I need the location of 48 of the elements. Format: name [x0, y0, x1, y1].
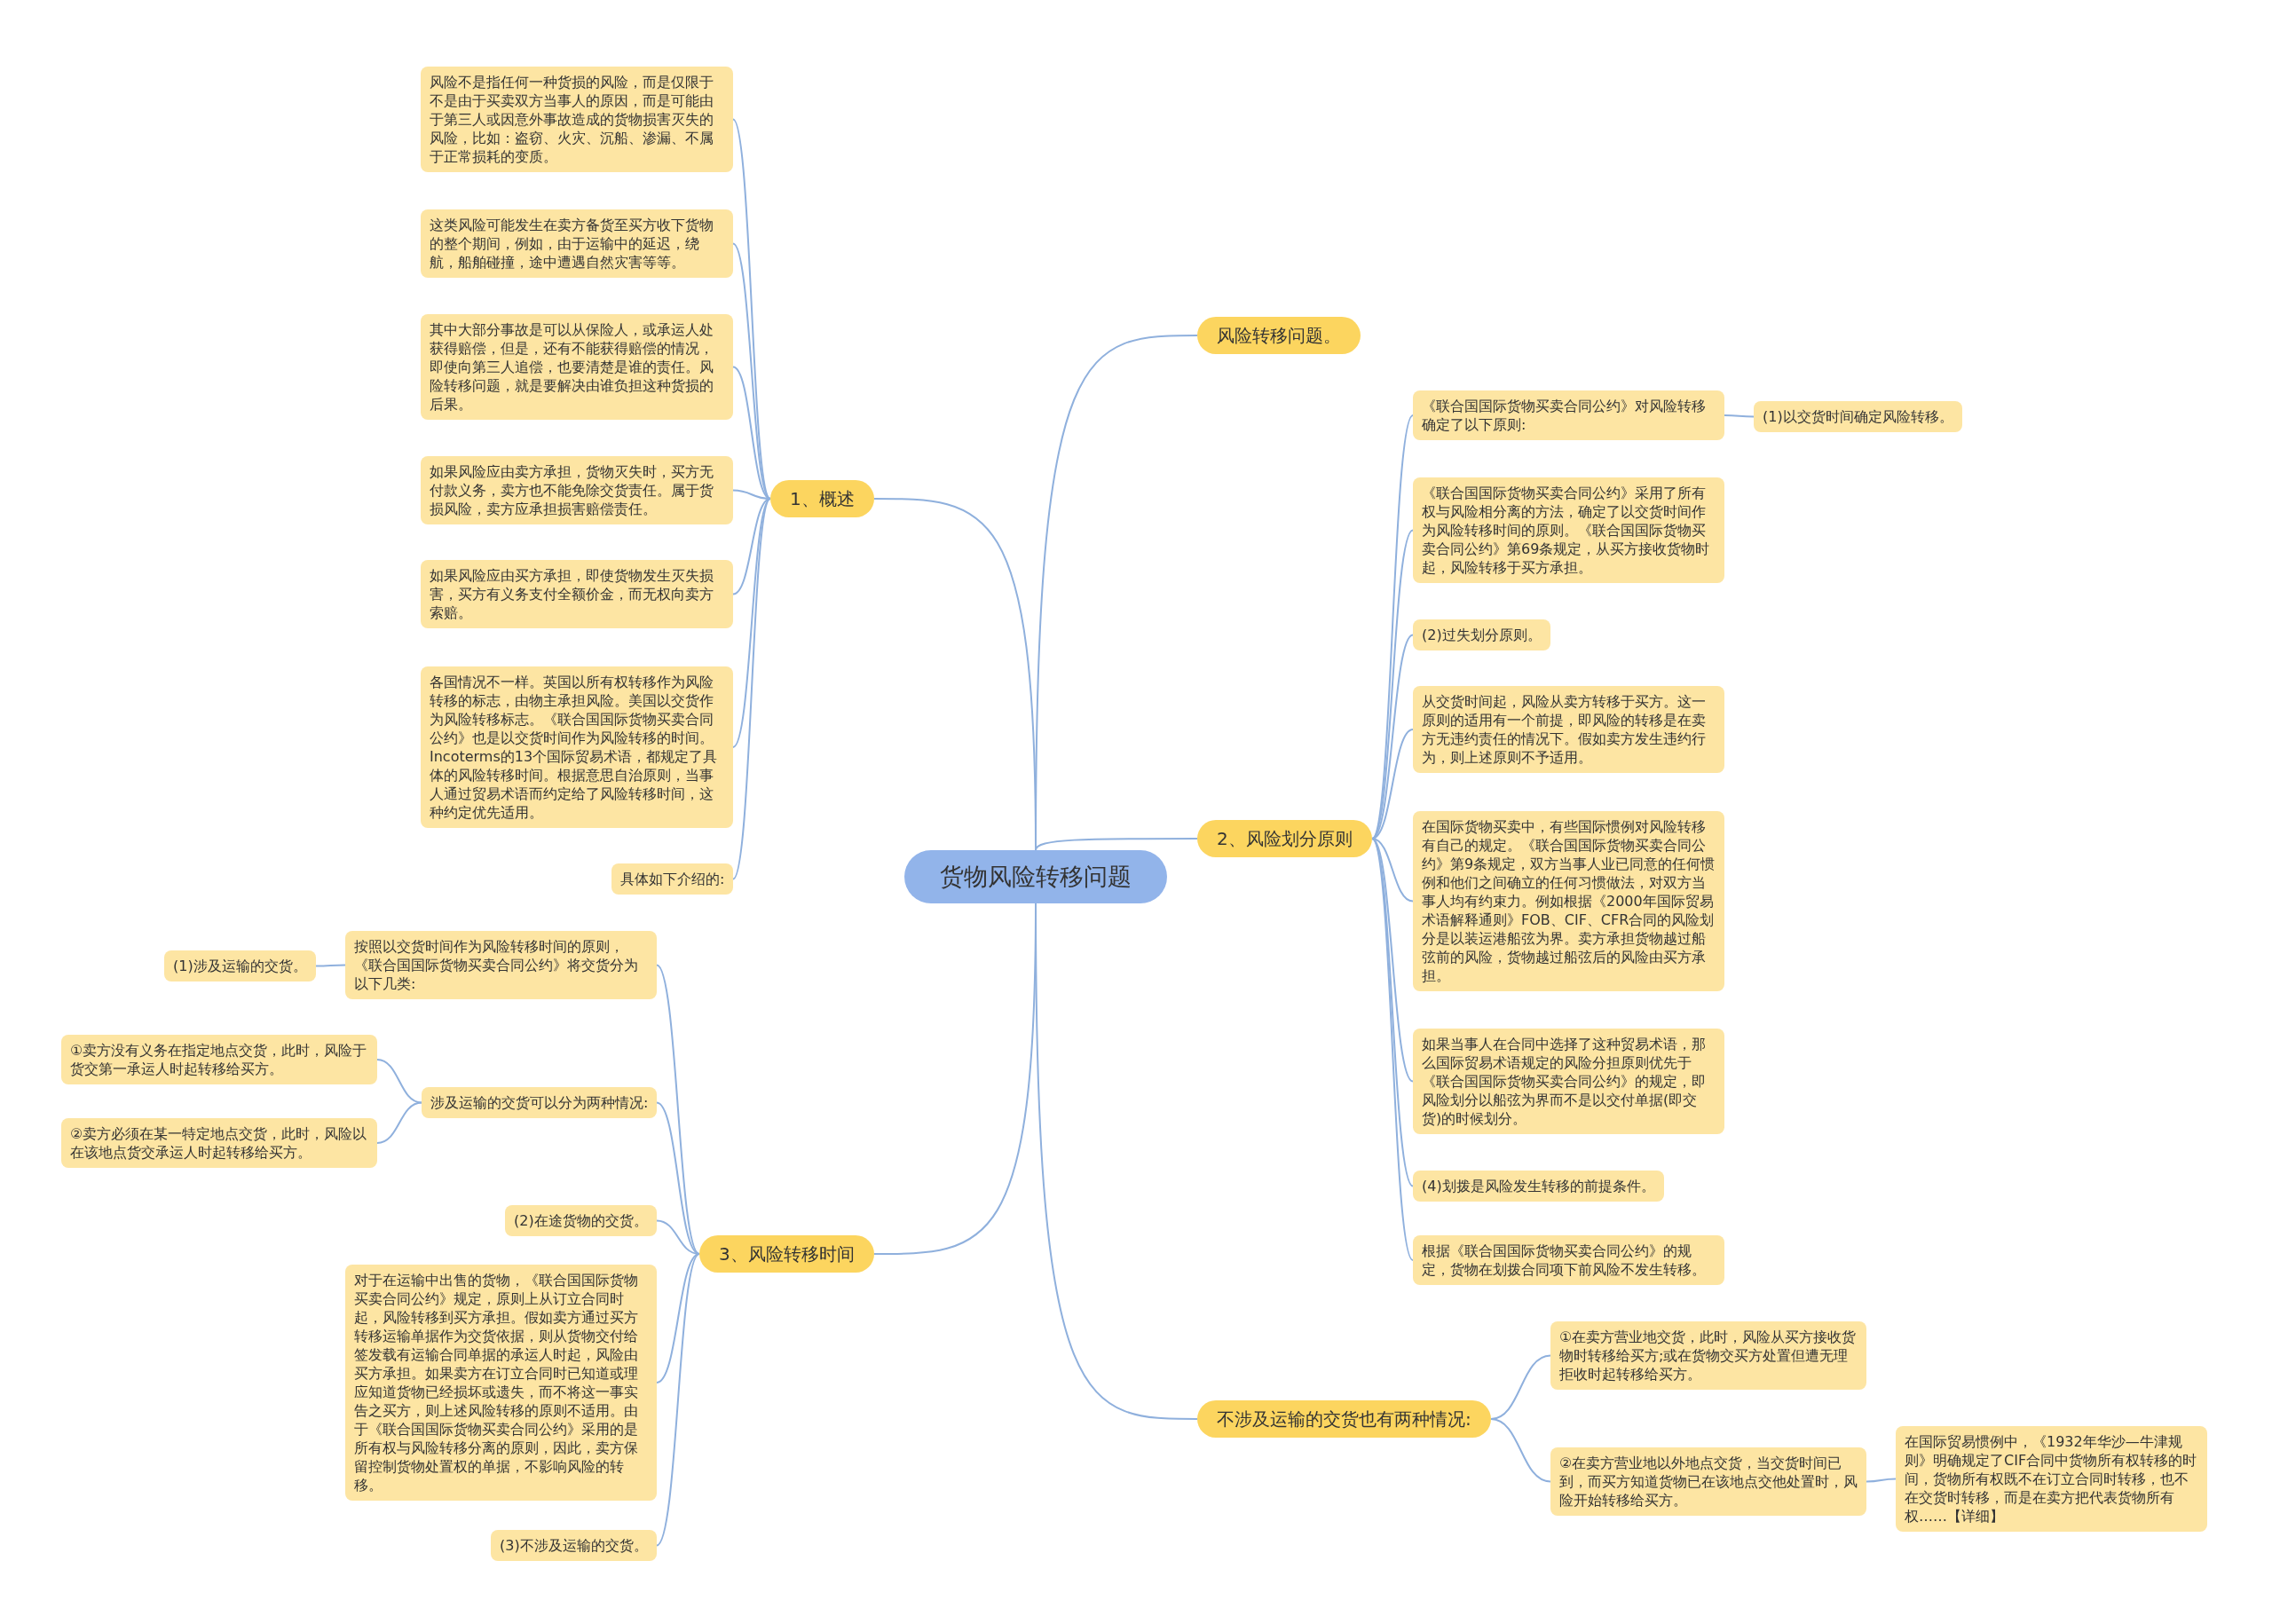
branch-topic: 不涉及运输的交货也有两种情况:: [1197, 1400, 1491, 1438]
connector-line: [732, 498, 771, 748]
subtopic-box: ①在卖方营业地交货，此时，风险从买方接收货物时转移给买方;或在货物交买方处置但遭无理拒收时起转移给买方。: [1550, 1321, 1866, 1390]
connector-line: [1866, 1478, 1897, 1483]
subtopic-box: ②在卖方营业地以外地点交货，当交货时间已到，而买方知道货物已在该地点交他处置时，风险开始转移给买方。: [1550, 1447, 1866, 1516]
subtopic-box: (3)不涉及运输的交货。: [491, 1530, 657, 1561]
subtopic-box: (1)以交货时间确定风险转移。: [1754, 401, 1962, 432]
connector-line: [732, 242, 771, 500]
connector-line: [732, 498, 771, 880]
subtopic-box: ②卖方必须在某一特定地点交货，此时，风险以在该地点货交承运人时起转移给买方。: [61, 1118, 377, 1168]
subtopic-box: 从交货时间起，风险从卖方转移于买方。这一原则的适用有一个前提，即风险的转移是在卖方无违约责任的情况下。假如卖方发生违约行为，则上述原则不予适用。: [1413, 686, 1724, 773]
subtopic-box: (2)过失划分原则。: [1413, 619, 1550, 650]
subtopic-box: 根据《联合国国际货物买卖合同公约》的规定，货物在划拨合同项下前风险不发生转移。: [1413, 1235, 1724, 1285]
subtopic-box: 《联合国国际货物买卖合同公约》采用了所有权与风险相分离的方法，确定了以交货时间作为风险转移时间的原则。《联合国国际货物买卖合同公约》第69条规定，从买方接收货物时起，风险转移于买方承担。: [1413, 477, 1724, 583]
subtopic-box: 如果风险应由卖方承担，货物灭失时，买方无付款义务，卖方也不能免除交货责任。属于货损风险，卖方应承担损害赔偿责任。: [421, 456, 733, 524]
branch-topic: 2、风险划分原则: [1197, 820, 1372, 857]
branch-topic: 1、概述: [770, 480, 874, 517]
subtopic-box: 具体如下介绍的:: [611, 863, 734, 895]
branch-topic: 3、风险转移时间: [699, 1235, 874, 1273]
connector-line: [376, 1101, 422, 1144]
connector-line: [1724, 414, 1755, 418]
subtopic-box: ①卖方没有义务在指定地点交货，此时，风险于货交第一承运人时起转移给买方。: [61, 1035, 377, 1084]
subtopic-box: 按照以交货时间作为风险转移时间的原则，《联合国国际货物买卖合同公约》将交货分为以下几类:: [345, 931, 657, 999]
connector-line: [1490, 1418, 1551, 1483]
subtopic-box: 涉及运输的交货可以分为两种情况:: [422, 1087, 658, 1118]
subtopic-box: (2)在途货物的交货。: [505, 1205, 657, 1236]
central-topic: 货物风险转移问题: [904, 850, 1167, 903]
subtopic-box: 在国际贸易惯例中，《1932年华沙—牛津规则》明确规定了CIF合同中货物所有权转移的时间，货物所有权既不在订立合同时转移，也不在交货时转移，而是在卖方把代表货物所有权……【详细】: [1896, 1426, 2207, 1532]
subtopic-box: 对于在运输中出售的货物，《联合国国际货物买卖合同公约》规定，原则上从订立合同时起，风险转移到买方承担。假如卖方通过买方转移运输单据作为交货依据，则从货物交付给签发载有运输合同单据的承运人时起，风险由买方承担。如果卖方在订立合同时已知道或理应知道货物已经损坏或遗失，而不将这一事实告之买方，则上述风险转移的原则不适用。由于《联合国国际货物买卖合同公约》采用的是所有权与风险转移分离的原则，因此，卖方保留控制货物处置权的单据，不影响风险的转移。: [345, 1265, 657, 1501]
subtopic-box: 这类风险可能发生在卖方备货至买方收下货物的整个期间，例如，由于运输中的延迟，绕航，船舶碰撞，途中遭遇自然灾害等等。: [421, 209, 733, 278]
connector-line: [656, 1253, 700, 1384]
connector-line: [1371, 838, 1414, 1261]
connector-line: [656, 1253, 700, 1547]
branch-topic: 风险转移问题。: [1197, 317, 1361, 354]
subtopic-box: (1)涉及运输的交货。: [164, 950, 316, 981]
subtopic-box: 如果风险应由买方承担，即使货物发生灭失损害，买方有义务支付全额价金，而无权向卖方索赔。: [421, 560, 733, 628]
subtopic-box: 其中大部分事故是可以从保险人，或承运人处获得赔偿，但是，还有不能获得赔偿的情况，即使向第三人追偿，也要清楚是谁的责任。风险转移问题，就是要解决由谁负担这种货损的后果。: [421, 314, 733, 420]
subtopic-box: 如果当事人在合同中选择了这种贸易术语，那么国际贸易术语规定的风险分担原则优先于《联合国国际货物买卖合同公约》的规定，即风险划分以船弦为界而不是以交付单据(即交货)的时候划分。: [1413, 1029, 1724, 1134]
subtopic-box: 各国情况不一样。英国以所有权转移作为风险转移的标志，由物主承担风险。美国以交货作为风险转移标志。《联合国国际货物买卖合同公约》也是以交货时间作为风险转移的时间。Incoterms的13个国际贸易术语，都规定了具体的风险转移时间。根据意思自治原则，当事人通过贸易术语而约定给了风险转移时间，这种约定优先适用。: [421, 666, 733, 828]
connector-line: [1371, 529, 1414, 840]
connector-line: [1035, 838, 1198, 851]
connector-line: [656, 964, 700, 1255]
subtopic-box: 《联合国国际货物买卖合同公约》对风险转移确定了以下原则:: [1413, 390, 1724, 440]
subtopic-box: 在国际货物买卖中，有些国际惯例对风险转移有自己的规定。《联合国国际货物买卖合同公约》第9条规定，双方当事人业已同意的任何惯例和他们之间确立的任何习惯做法，对双方当事人均有约束力。例如根据《2000年国际贸易术语解释通则》FOB、CIF、CFR合同的风险划分是以装运港船弦为界。卖方承担货物越过船弦前的风险，货物越过船弦后的风险由买方承担。: [1413, 811, 1724, 991]
connector-line: [376, 1059, 422, 1104]
subtopic-box: (4)划拨是风险发生转移的前提条件。: [1413, 1171, 1664, 1202]
connector-line: [315, 964, 346, 967]
subtopic-box: 风险不是指任何一种货损的风险，而是仅限于不是由于买卖双方当事人的原因，而是可能由于第三人或因意外事故造成的货物损害灭失的风险，比如：盗窃、火灾、沉船、渗漏、不属于正常损耗的变质。: [421, 67, 733, 172]
